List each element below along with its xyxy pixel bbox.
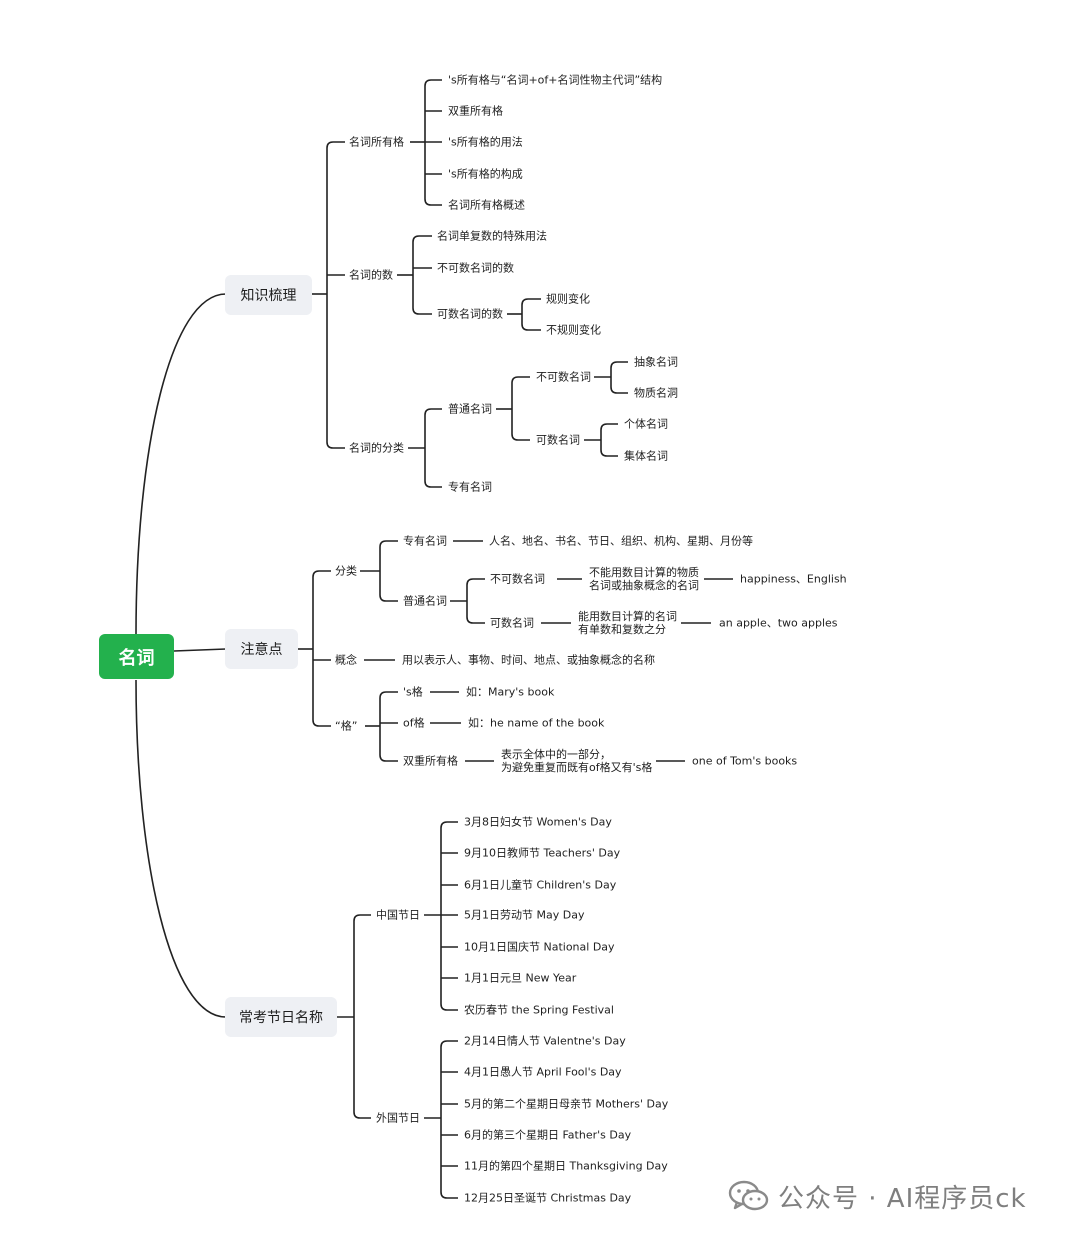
node-case[interactable]: “格” [335, 719, 358, 733]
node-material[interactable]: 物质名洞 [634, 386, 678, 400]
node-uncount-desc[interactable]: 不能用数目计算的物质 名词或抽象概念的名词 [589, 566, 699, 592]
festival-item[interactable]: 4月1日愚人节 April Fool's Day [464, 1065, 622, 1079]
node-countable[interactable]: 可数名词 [536, 433, 580, 447]
festival-item[interactable]: 5月的第二个星期日母亲节 Mothers' Day [464, 1097, 669, 1111]
node-concept[interactable]: 概念 [335, 653, 357, 667]
node-of-case-example[interactable]: 如：he name of the book [468, 716, 605, 730]
node-number-count[interactable]: 可数名词的数 [437, 307, 503, 321]
branch-knowledge[interactable]: 知识梳理 [225, 275, 312, 315]
node-collective[interactable]: 集体名词 [624, 449, 668, 463]
node-proper-desc[interactable]: 人名、地名、书名、节日、组织、机构、星期、月份等 [489, 534, 753, 548]
uncount-desc-line: 不能用数目计算的物质 [589, 566, 699, 579]
node-irregular-change[interactable]: 不规则变化 [546, 323, 601, 337]
count-desc-line: 有单数和复数之分 [578, 623, 666, 636]
festival-item[interactable]: 3月8日妇女节 Women's Day [464, 815, 612, 829]
node-uncount-example[interactable]: happiness、English [740, 572, 847, 586]
festival-item[interactable]: 12月25日圣诞节 Christmas Day [464, 1191, 632, 1205]
root-node[interactable]: 名词 [99, 634, 174, 679]
node-possessive[interactable]: 名词所有格 [349, 135, 404, 149]
node-possessive-item[interactable]: 名词所有格概述 [448, 198, 525, 212]
uncount-desc-line: 名词或抽象概念的名词 [589, 579, 699, 592]
branch-festivals[interactable]: 常考节日名称 [225, 997, 337, 1037]
node-abstract[interactable]: 抽象名词 [634, 355, 678, 369]
node-uncount[interactable]: 不可数名词 [490, 572, 545, 586]
festival-item[interactable]: 农历春节 the Spring Festival [464, 1003, 614, 1017]
count-desc-line: 能用数目计算的名词 [578, 610, 677, 623]
node-possessive-item[interactable]: 's所有格的用法 [448, 135, 523, 149]
node-possessive-item[interactable]: 's所有格的构成 [448, 167, 523, 181]
node-chinese-festivals[interactable]: 中国节日 [376, 908, 420, 922]
node-uncountable[interactable]: 不可数名词 [536, 370, 591, 384]
node-category[interactable]: 分类 [335, 564, 357, 578]
node-possessive-item[interactable]: 双重所有格 [448, 104, 503, 118]
node-double-possessive[interactable]: 双重所有格 [403, 754, 458, 768]
wechat-icon [728, 1178, 770, 1214]
node-double-example[interactable]: one of Tom's books [692, 754, 798, 768]
festival-item[interactable]: 9月10日教师节 Teachers' Day [464, 846, 621, 860]
node-double-desc[interactable]: 表示全体中的一部分， 为避免重复而既有of格又有's格 [501, 748, 652, 774]
node-number-uncount[interactable]: 不可数名词的数 [437, 261, 514, 275]
double-desc-line: 表示全体中的一部分， [501, 748, 611, 761]
node-individual[interactable]: 个体名词 [624, 417, 668, 431]
festival-item[interactable]: 6月1日儿童节 Children's Day [464, 878, 617, 892]
watermark-text: 公众号 · AI程序员ck [778, 1183, 1027, 1214]
node-concept-desc[interactable]: 用以表示人、事物、时间、地点、或抽象概念的名称 [402, 653, 655, 667]
festival-item[interactable]: 1月1日元旦 New Year [464, 971, 577, 985]
festival-item[interactable]: 6月的第三个星期日 Father's Day [464, 1128, 632, 1142]
festival-item[interactable]: 11月的第四个星期日 Thanksgiving Day [464, 1159, 668, 1173]
watermark: 公众号 · AI程序员ck [728, 1178, 1027, 1214]
festival-item[interactable]: 10月1日国庆节 National Day [464, 940, 615, 954]
node-foreign-festivals[interactable]: 外国节日 [376, 1111, 420, 1125]
node-s-case[interactable]: 's格 [403, 685, 423, 699]
festival-item[interactable]: 5月1日劳动节 May Day [464, 908, 585, 922]
node-number[interactable]: 名词的数 [349, 268, 393, 282]
node-count-desc[interactable]: 能用数目计算的名词 有单数和复数之分 [578, 610, 677, 636]
node-possessive-item[interactable]: 's所有格与“名词+of+名词性物主代词”结构 [448, 73, 663, 87]
node-of-case[interactable]: of格 [403, 716, 425, 730]
node-proper[interactable]: 专有名词 [403, 534, 447, 548]
node-s-case-example[interactable]: 如：Mary's book [466, 685, 555, 699]
node-proper-noun[interactable]: 专有名词 [448, 480, 492, 494]
node-count-example[interactable]: an apple、two apples [719, 616, 838, 630]
double-desc-line: 为避免重复而既有of格又有's格 [501, 761, 653, 774]
branch-notes[interactable]: 注意点 [225, 629, 298, 669]
node-number-special[interactable]: 名词单复数的特殊用法 [437, 229, 547, 243]
node-count[interactable]: 可数名词 [490, 616, 534, 630]
node-common-noun[interactable]: 普通名词 [448, 402, 492, 416]
festival-item[interactable]: 2月14日情人节 Valentne's Day [464, 1034, 626, 1048]
node-classify[interactable]: 名词的分类 [349, 441, 404, 455]
node-regular-change[interactable]: 规则变化 [546, 292, 590, 306]
node-common[interactable]: 普通名词 [403, 594, 447, 608]
